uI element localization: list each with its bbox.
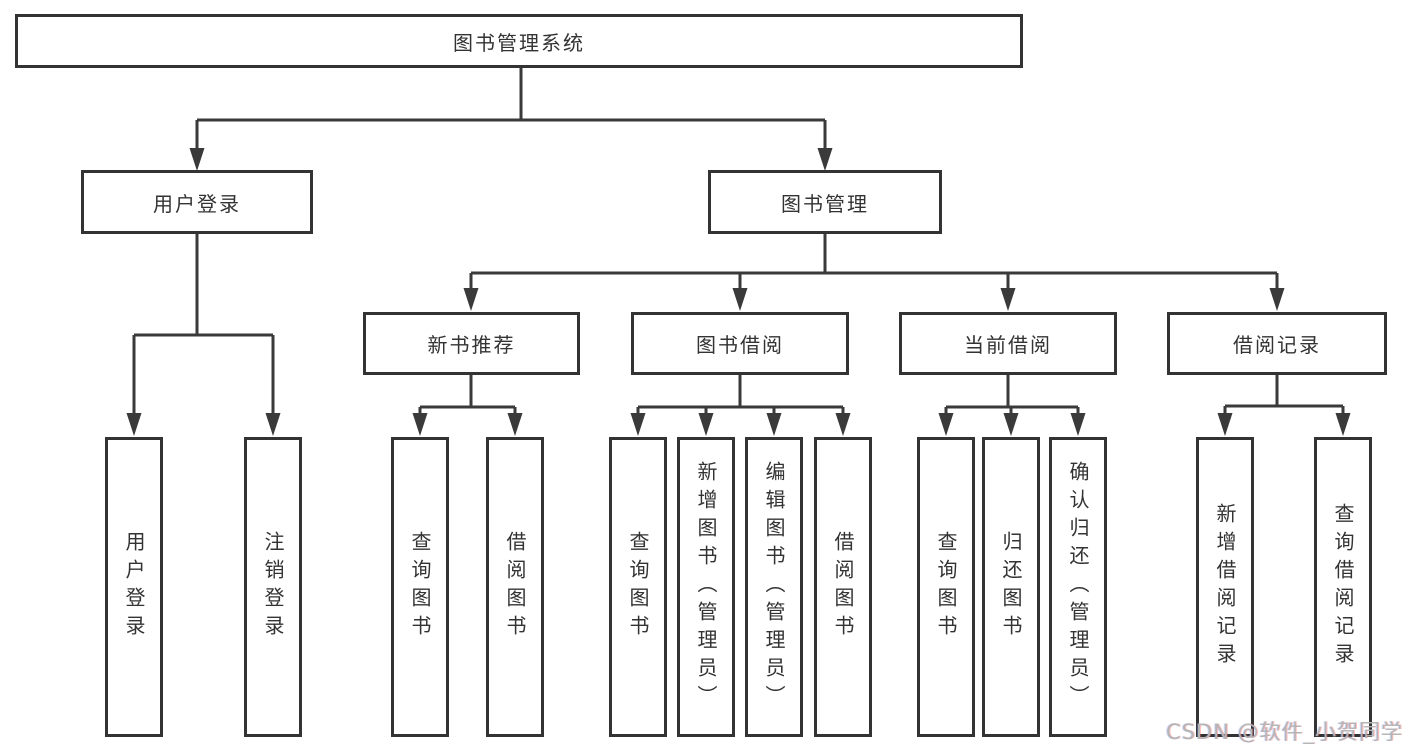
- arrow-down-icon: [938, 413, 954, 436]
- node-current-borrowing: 当前借阅: [899, 312, 1117, 375]
- arrow-down-icon: [817, 148, 833, 171]
- leaf-current-confirm-return: 确认归还（管理员）: [1049, 437, 1107, 737]
- node-library-management-system: 图书管理系统: [15, 14, 1023, 68]
- arrow-down-icon: [507, 413, 523, 436]
- leaf-user-login: 用户登录: [105, 437, 163, 737]
- leaf-borrowing-query-books: 查询图书: [609, 437, 667, 737]
- arrow-down-icon: [1269, 288, 1285, 311]
- leaf-records-query-record: 查询借阅记录: [1314, 437, 1372, 737]
- arrow-down-icon: [1217, 413, 1233, 436]
- arrow-down-icon: [766, 413, 782, 436]
- arrow-down-icon: [732, 288, 748, 311]
- node-user-login: 用户登录: [81, 170, 313, 234]
- leaf-recommend-query-books: 查询图书: [391, 437, 449, 737]
- connector-path: [132, 68, 1345, 417]
- arrow-down-icon: [189, 148, 205, 171]
- arrow-down-icon: [265, 413, 281, 436]
- leaf-borrowing-borrow-books: 借阅图书: [814, 437, 872, 737]
- leaf-borrowing-add-books: 新增图书（管理员）: [677, 437, 735, 737]
- leaf-logout: 注销登录: [244, 437, 302, 737]
- arrow-down-icons: [126, 148, 1351, 436]
- arrow-down-icon: [1003, 413, 1019, 436]
- node-new-book-recommend: 新书推荐: [363, 312, 580, 375]
- arrow-down-icon: [1000, 288, 1016, 311]
- leaf-borrowing-edit-books: 编辑图书（管理员）: [745, 437, 803, 737]
- arrow-down-icon: [1070, 413, 1086, 436]
- leaf-recommend-borrow-books: 借阅图书: [486, 437, 544, 737]
- node-book-management: 图书管理: [708, 170, 942, 234]
- leaf-records-add-record: 新增借阅记录: [1196, 437, 1254, 737]
- arrow-down-icon: [1335, 413, 1351, 436]
- leaf-current-return-books: 归还图书: [982, 437, 1040, 737]
- leaf-current-query-books: 查询图书: [917, 437, 975, 737]
- arrow-down-icon: [412, 413, 428, 436]
- node-book-borrowing: 图书借阅: [631, 312, 849, 375]
- arrow-down-icon: [630, 413, 646, 436]
- csdn-watermark: CSDN @软件_小贺同学: [1165, 720, 1403, 744]
- arrow-down-icon: [463, 288, 479, 311]
- node-borrowing-records: 借阅记录: [1167, 312, 1387, 375]
- arrow-down-icon: [698, 413, 714, 436]
- arrow-down-icon: [835, 413, 851, 436]
- arrow-down-icon: [126, 413, 142, 436]
